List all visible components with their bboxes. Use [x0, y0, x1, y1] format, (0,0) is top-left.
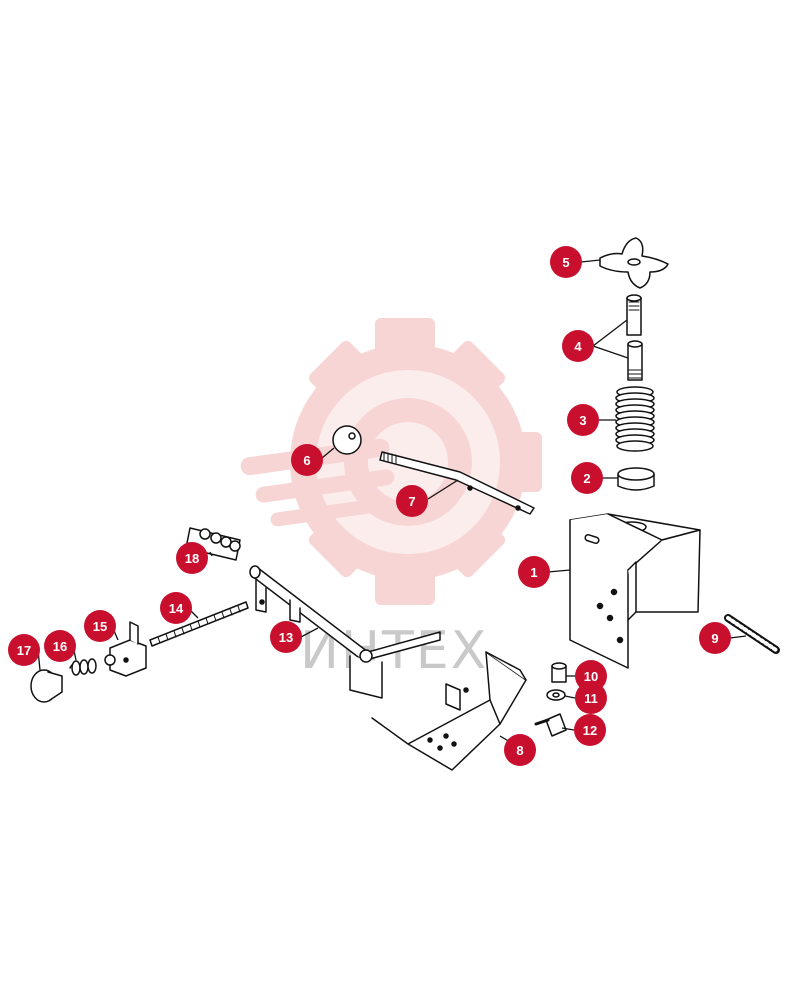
part-washer-set [185, 527, 241, 561]
callout-10: 10 [575, 660, 607, 692]
callout-label: 15 [93, 619, 107, 634]
callout-label: 8 [516, 743, 523, 758]
callout-16: 16 [44, 630, 76, 662]
part-ball-knob [332, 425, 362, 455]
callout-3: 3 [567, 404, 599, 436]
callout-2: 2 [571, 462, 603, 494]
part-bracket-housing [569, 513, 701, 669]
callout-7: 7 [396, 485, 428, 517]
callout-label: 10 [584, 669, 598, 684]
callout-4: 4 [562, 330, 594, 362]
callout-label: 2 [583, 471, 590, 486]
callouts: 5 4 3 2 6 7 1 18 14 15 13 16 17 9 10 11 … [8, 246, 731, 766]
callout-label: 14 [169, 601, 184, 616]
callout-label: 17 [17, 643, 31, 658]
callout-label: 9 [711, 631, 718, 646]
callout-18: 18 [176, 542, 208, 574]
part-small-spring [69, 658, 97, 676]
callout-label: 11 [584, 691, 598, 706]
part-screw-tube [626, 294, 643, 381]
part-cap-knob [30, 669, 63, 703]
part-pin [534, 713, 567, 737]
part-ring [617, 467, 655, 491]
callout-14: 14 [160, 592, 192, 624]
part-lever-frame [249, 565, 441, 699]
callout-5: 5 [550, 246, 582, 278]
callout-label: 6 [303, 453, 310, 468]
callout-1: 1 [518, 556, 550, 588]
part-shaft [379, 451, 535, 515]
callout-13: 13 [270, 621, 302, 653]
callout-label: 4 [574, 339, 582, 354]
callout-11: 11 [575, 682, 607, 714]
callout-8: 8 [504, 734, 536, 766]
callout-12: 12 [574, 714, 606, 746]
part-washer [546, 689, 566, 701]
callout-label: 1 [530, 565, 537, 580]
callout-label: 16 [53, 639, 67, 654]
part-long-spring [724, 614, 780, 654]
callout-9: 9 [699, 622, 731, 654]
callout-label: 5 [562, 255, 569, 270]
callout-label: 3 [579, 413, 586, 428]
callout-label: 7 [408, 494, 415, 509]
callout-label: 18 [185, 551, 199, 566]
part-tray-bracket [371, 651, 527, 771]
callout-15: 15 [84, 610, 116, 642]
part-threaded-rod [149, 601, 249, 647]
callout-label: 13 [279, 630, 293, 645]
part-bellows [615, 386, 655, 452]
callout-label: 12 [583, 723, 597, 738]
callout-17: 17 [8, 634, 40, 666]
part-small-bracket [104, 621, 147, 677]
callout-6: 6 [291, 444, 323, 476]
part-sleeve [551, 662, 567, 683]
part-star-knob [599, 237, 669, 289]
